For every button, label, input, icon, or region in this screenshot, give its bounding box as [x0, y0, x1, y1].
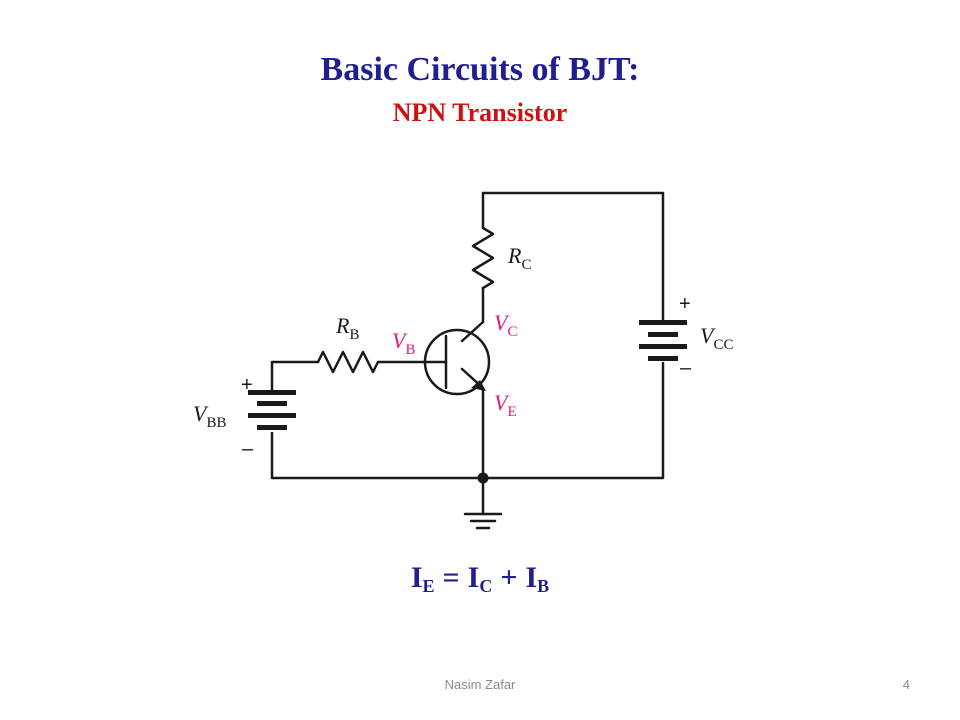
wire-vbb-bottom	[270, 361, 665, 480]
eq-ie: IE	[410, 561, 435, 596]
wire-rc-collector	[460, 286, 485, 343]
circuit-wires	[270, 191, 665, 530]
emitter-arrow	[471, 380, 486, 391]
eq-equals: =	[442, 561, 460, 594]
vbb-plate-long-2	[248, 413, 296, 418]
vbb-minus-sign: –	[242, 438, 254, 460]
slide-title: Basic Circuits of BJT:	[320, 51, 640, 88]
label-rb: RB	[335, 313, 359, 343]
vbb-plate-short-1	[257, 401, 287, 406]
vbb-plate-short-2	[257, 425, 287, 430]
label-vc: VC	[494, 310, 517, 340]
vcc-plate-long-1	[639, 320, 687, 325]
label-vcc: VCC	[700, 323, 733, 353]
vbb-plate-long-1	[248, 390, 296, 395]
label-vbb: VBB	[193, 401, 226, 431]
resistor-rc	[471, 226, 495, 290]
junction-dot	[477, 472, 489, 484]
ground-symbol	[463, 512, 503, 530]
vcc-plate-short-1	[648, 332, 678, 337]
resistor-rb	[316, 350, 380, 374]
page-number: 4	[902, 677, 910, 692]
eq-ic: IC	[467, 561, 493, 596]
transistor-body	[423, 328, 491, 396]
label-vb: VB	[392, 328, 415, 358]
vcc-plus-sign: +	[679, 293, 691, 315]
battery-vbb	[248, 390, 296, 430]
kcl-equation: IE=IC+IB	[0, 558, 960, 606]
vbb-plus-sign: +	[241, 374, 253, 396]
vcc-plate-short-2	[648, 356, 678, 361]
footer-author: Nasim Zafar	[444, 677, 516, 692]
wire-top-rail	[481, 191, 665, 324]
eq-ib: IB	[525, 561, 550, 596]
label-ve: VE	[494, 390, 517, 420]
eq-plus: +	[500, 561, 518, 594]
wire-vbb-rb	[270, 360, 320, 392]
battery-vcc	[639, 320, 687, 361]
vcc-plate-long-2	[639, 344, 687, 349]
vcc-minus-sign: –	[680, 357, 692, 379]
slide-subtitle: NPN Transistor	[392, 98, 568, 127]
label-rc: RC	[507, 243, 531, 273]
